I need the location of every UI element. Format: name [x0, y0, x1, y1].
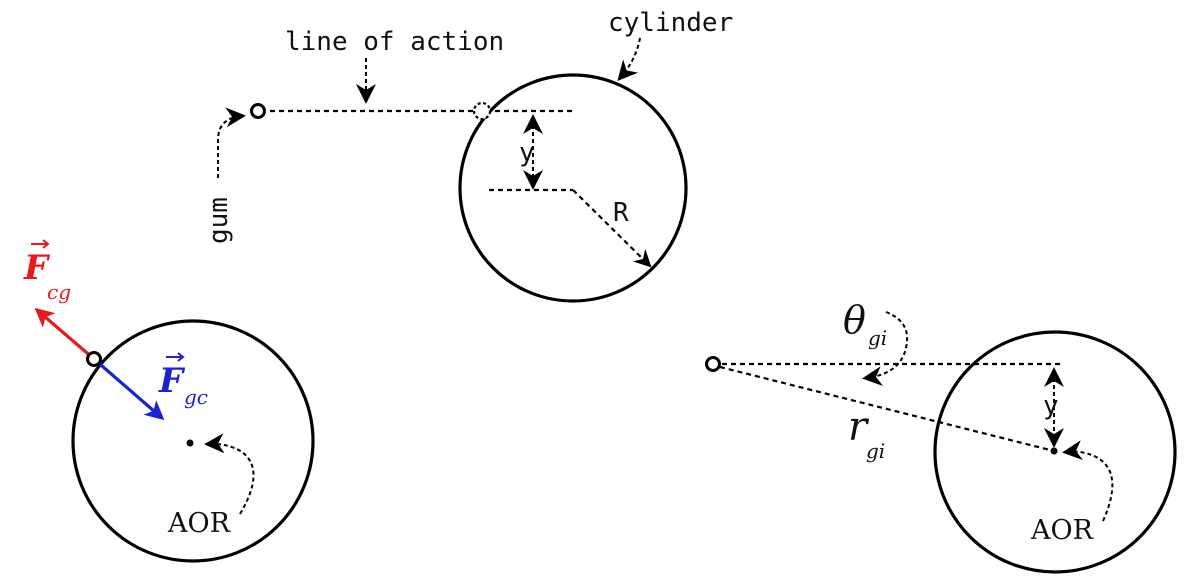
line-of-action-label: line of action [285, 27, 504, 57]
theta-subscript: gi [868, 326, 887, 350]
f-cg-arrow [34, 307, 96, 361]
left-gum-marker [86, 351, 102, 367]
gum-marker [250, 103, 266, 119]
gum-label: gum [204, 197, 234, 244]
f-gc-symbol: F [158, 361, 186, 401]
f-gc-overarrow-head [177, 352, 185, 362]
right-gum-marker [705, 356, 721, 372]
cylinder-label: cylinder [608, 8, 733, 38]
r-gi-line [719, 365, 1055, 453]
f-gc-label: F gc [158, 352, 208, 409]
f-cg-symbol: F [23, 248, 51, 288]
contact-point-dotted [472, 101, 492, 121]
radius-label: R [613, 198, 629, 228]
theta-gi-label: θ gi [843, 298, 887, 350]
right-y-label: y [1043, 391, 1059, 421]
right-aor-label: AOR [1030, 515, 1094, 546]
left-aor-center [186, 439, 194, 447]
left-aor-pointer [204, 433, 255, 515]
cylinder-pointer [617, 37, 641, 81]
r-gi-label: r gi [848, 404, 885, 463]
left-aor-label: AOR [167, 508, 231, 539]
theta-symbol: θ [843, 298, 866, 342]
f-gc-subscript: gc [184, 385, 208, 409]
r-subscript: gi [866, 439, 885, 463]
gum-pointer [217, 107, 246, 178]
right-panel: θ gi r gi y AOR [705, 298, 1177, 574]
f-gc-arrow [92, 357, 165, 421]
left-panel: F cg F gc AOR [23, 239, 315, 563]
r-symbol: r [848, 404, 870, 450]
right-aor-pointer [1062, 440, 1114, 522]
f-cg-overarrow-head [42, 239, 50, 249]
theta-arrow [862, 311, 908, 387]
right-cylinder-circle [933, 330, 1177, 574]
y-label-top: y [519, 138, 535, 168]
cylinder-circle [458, 73, 688, 303]
right-aor-center [1050, 447, 1058, 455]
radius-arrow [572, 189, 652, 268]
f-cg-label: F cg [23, 239, 71, 304]
top-panel: line of action cylinder gum y R [204, 8, 733, 303]
left-cylinder-circle [71, 319, 315, 563]
f-cg-subscript: cg [47, 280, 71, 304]
